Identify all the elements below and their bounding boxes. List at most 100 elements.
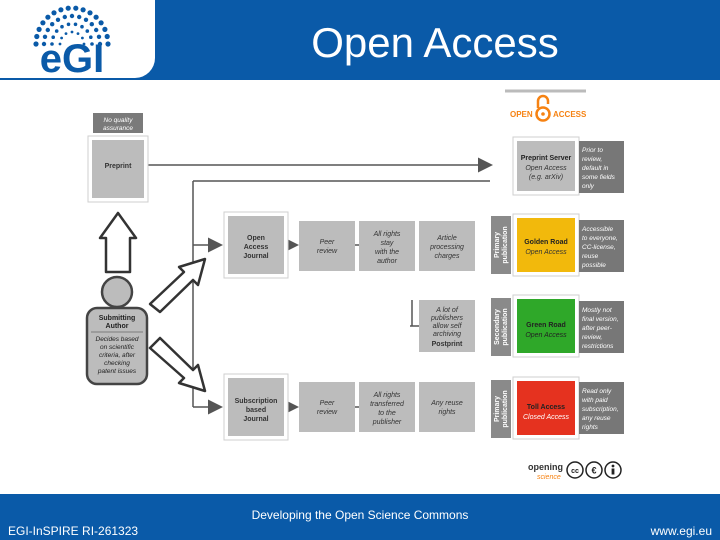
- note-toll-1: Read only: [582, 388, 612, 395]
- note-preprint-1: Prior to: [582, 147, 603, 154]
- logo-dot: [42, 34, 48, 39]
- rights-author-3: with the: [375, 249, 399, 256]
- logo-dot: [89, 22, 95, 27]
- oa-journal-line-2: Access: [244, 244, 269, 251]
- logo-dot: [104, 33, 110, 40]
- logo-dot: [98, 20, 104, 26]
- rights-publisher-2: transferred: [370, 401, 405, 408]
- peer-review-top-2: review: [317, 248, 338, 255]
- logo-dot: [60, 24, 64, 29]
- diagonal-up-arrow-icon: [148, 257, 207, 314]
- preprint-label: Preprint: [105, 163, 133, 170]
- note-golden-4: reuse: [582, 253, 599, 260]
- rights-publisher-4: publisher: [372, 419, 402, 426]
- logo-dot: [33, 41, 39, 47]
- self-archiving-1: A lot of: [435, 307, 459, 314]
- author-title-1: Submitting: [99, 315, 136, 322]
- logo-dot: [69, 13, 75, 19]
- opening-science-logo: opening science cc €: [528, 461, 622, 481]
- logo-dot: [97, 41, 103, 47]
- egi-logo-graphic: eGI: [33, 5, 111, 81]
- submitting-author: Submitting Author Decides based on scien…: [85, 275, 149, 386]
- primary-pub-top: Primary publication: [491, 216, 511, 274]
- note-preprint-3: default in: [582, 165, 609, 172]
- logo-dot: [73, 5, 79, 11]
- note-green-5: restrictions: [582, 343, 614, 350]
- no-quality-line-2: assurance: [103, 125, 133, 132]
- peer-review-top-1: Peer: [320, 239, 335, 246]
- logo-dot: [85, 29, 90, 33]
- rights-author-1: All rights: [373, 231, 401, 238]
- logo-dot: [51, 10, 57, 16]
- logo-dot: [70, 30, 74, 34]
- oa-logo-right: ACCESS: [553, 110, 587, 119]
- logo-dot: [62, 14, 67, 20]
- footer-website: www.egi.eu: [650, 524, 712, 538]
- logo-dot: [54, 29, 59, 33]
- logo-dot: [41, 41, 47, 47]
- author-desc-1: Decides based: [96, 336, 139, 343]
- peer-review-top: Peer review: [299, 221, 355, 271]
- rights-author-2: stay: [381, 240, 394, 247]
- note-toll-2: with paid: [582, 397, 608, 404]
- logo-dot: [36, 26, 42, 32]
- note-green-2: final version,: [582, 316, 619, 323]
- preprint-server-sub-1: Open Access: [525, 165, 567, 172]
- note-golden-1: Accessible: [581, 226, 613, 233]
- peer-review-bottom-2: review: [317, 409, 338, 416]
- logo-dot: [65, 5, 71, 11]
- author-desc-4: checking: [104, 360, 130, 367]
- logo-dot: [80, 24, 84, 29]
- logo-dot: [76, 32, 80, 35]
- oa-logo-left: OPEN: [510, 110, 533, 119]
- golden-road-sub: Open Access: [525, 249, 567, 256]
- preprint-server-sub-2: (e.g. arXiv): [529, 174, 563, 181]
- logo-dot: [50, 42, 54, 46]
- logo-dot: [87, 10, 93, 16]
- logo-dot: [80, 7, 86, 13]
- author-desc-5: patent issues: [97, 368, 137, 375]
- toll-access-title: Toll Access: [527, 404, 565, 411]
- preprint-box: Preprint: [87, 135, 149, 203]
- oa-journal-line-3: Journal: [243, 253, 268, 260]
- rights-author-box: All rights stay with the author: [359, 221, 415, 271]
- logo-dot: [105, 41, 111, 47]
- green-road-box: Green Road Open Access: [512, 294, 580, 358]
- note-green-4: review,: [582, 334, 602, 341]
- primary-pub-top-1: Primary: [494, 232, 501, 258]
- preprint-server-box: Preprint Server Open Access (e.g. arXiv): [512, 136, 580, 196]
- apc-box: Article processing charges: [419, 221, 475, 271]
- logo-dots-icon: [33, 5, 111, 47]
- logo-dot: [51, 35, 55, 39]
- any-reuse-box: Any reuse rights: [419, 382, 475, 432]
- note-toll: Read only with paid subscription, any re…: [579, 382, 624, 434]
- logo-dot: [89, 35, 93, 39]
- svg-text:€: €: [591, 466, 596, 476]
- sub-journal-line-1: Subscription: [235, 398, 278, 405]
- note-golden-3: CC-license,: [582, 244, 616, 251]
- secondary-pub-2: publication: [502, 308, 509, 345]
- logo-dot: [58, 7, 64, 13]
- rights-publisher-3: to the: [378, 410, 396, 417]
- primary-pub-bottom: Primary publication: [491, 380, 511, 438]
- egi-logo-text: eGI: [40, 37, 104, 78]
- note-toll-3: subscription,: [582, 406, 619, 413]
- secondary-pub-1: Secondary: [494, 309, 501, 345]
- no-quality-box: No quality assurance: [93, 113, 143, 133]
- footer-tagline: Developing the Open Science Commons: [251, 508, 469, 522]
- logo-dot: [90, 42, 94, 46]
- rights-publisher-1: All rights: [373, 392, 401, 399]
- footer-bar: Developing the Open Science Commons EGI-…: [0, 494, 720, 540]
- rights-author-4: author: [377, 258, 398, 265]
- logo-dot: [34, 33, 40, 40]
- primary-pub-top-2: publication: [502, 226, 509, 263]
- rights-publisher-box: All rights transferred to the publisher: [359, 382, 415, 432]
- up-arrow-icon: [98, 211, 138, 274]
- logo-dot: [58, 42, 62, 46]
- noncommercial-icon: €: [585, 461, 603, 479]
- hollow-arrows: [98, 211, 207, 393]
- author-desc-3: criteria, after: [99, 352, 136, 359]
- logo-dot: [55, 17, 61, 22]
